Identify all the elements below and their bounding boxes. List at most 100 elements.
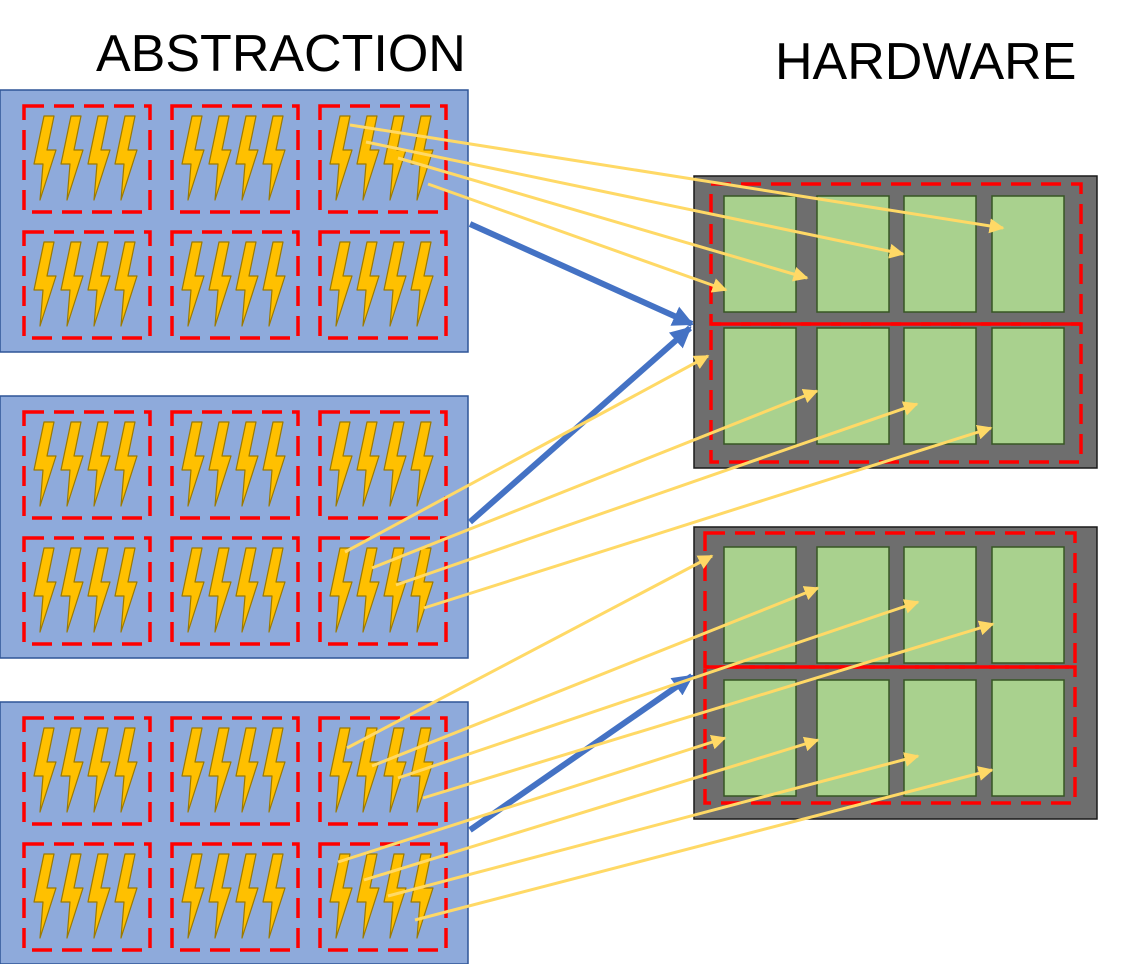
thread-mapping-arrows <box>337 123 1005 922</box>
lightning-bolt-icon <box>87 421 111 507</box>
lightning-bolt-icon <box>235 115 259 201</box>
thread-group <box>318 410 448 520</box>
lightning-bolt-icon <box>356 115 380 201</box>
lightning-bolt-icon <box>262 547 286 633</box>
thread-mapping-arrow <box>422 620 995 800</box>
lightning-bolt-icon <box>114 241 138 327</box>
lightning-bolt-icon <box>33 241 57 327</box>
thread-mapping-arrow <box>395 401 919 587</box>
lightning-bolt-icon <box>87 547 111 633</box>
thread-group-border <box>22 716 152 826</box>
lightning-bolt-icon <box>114 727 138 813</box>
thread-group <box>22 842 152 952</box>
thread-group <box>22 410 152 520</box>
block-mapping-arrow <box>468 221 694 327</box>
lightning-bolt-icon <box>262 727 286 813</box>
lightning-bolt-icon <box>235 421 259 507</box>
lightning-bolt-icon <box>329 547 353 633</box>
core-group-border <box>709 322 1083 464</box>
thread-group <box>318 104 448 214</box>
thread-group-border <box>22 536 152 646</box>
lightning-bolt-icon <box>181 241 205 327</box>
processing-core <box>723 546 797 664</box>
thread-mapping-arrow <box>414 766 994 922</box>
lightning-bolt-icon <box>356 241 380 327</box>
thread-group <box>22 536 152 646</box>
thread-mapping-arrow <box>397 156 809 282</box>
lightning-bolt-icon <box>208 853 232 939</box>
thread-group-border <box>318 410 448 520</box>
lightning-bolt-icon <box>181 853 205 939</box>
thread-group <box>22 104 152 214</box>
lightning-bolt-icon <box>181 547 205 633</box>
thread-group-border <box>170 104 300 214</box>
processing-core <box>723 679 797 797</box>
thread-mapping-arrow <box>397 599 920 780</box>
hardware-unit <box>693 175 1098 469</box>
thread-group <box>22 230 152 340</box>
thread-group-border <box>170 842 300 952</box>
lightning-bolt-icon <box>208 241 232 327</box>
abstraction-blocks <box>0 89 469 964</box>
processing-core <box>903 327 977 445</box>
processing-core <box>903 546 977 664</box>
lightning-bolt-icon <box>33 853 57 939</box>
thread-group-border <box>318 104 448 214</box>
thread-group-border <box>318 716 448 826</box>
lightning-bolt-icon <box>87 727 111 813</box>
lightning-bolt-icon <box>87 241 111 327</box>
lightning-bolt-icon <box>60 241 84 327</box>
lightning-bolt-icon <box>383 241 407 327</box>
lightning-bolt-icon <box>181 115 205 201</box>
thread-block <box>0 89 469 353</box>
thread-mapping-arrow <box>427 182 728 293</box>
lightning-bolt-icon <box>60 421 84 507</box>
thread-group <box>22 716 152 826</box>
abstraction-heading: ABSTRACTION <box>96 25 466 83</box>
lightning-bolt-icon <box>329 421 353 507</box>
lightning-bolt-icon <box>410 241 434 327</box>
thread-group-border <box>22 104 152 214</box>
thread-group-border <box>22 230 152 340</box>
thread-group-border <box>318 842 448 952</box>
thread-mapping-arrow <box>363 736 820 882</box>
block-mapping-arrow <box>468 673 694 833</box>
lightning-bolt-icon <box>356 853 380 939</box>
lightning-bolt-icon <box>208 421 232 507</box>
lightning-bolt-icon <box>60 547 84 633</box>
lightning-bolt-icon <box>208 727 232 813</box>
lightning-bolt-icon <box>33 115 57 201</box>
thread-group <box>170 230 300 340</box>
thread-mapping-arrow <box>365 140 905 259</box>
lightning-bolt-icon <box>356 421 380 507</box>
lightning-bolt-icon <box>410 115 434 201</box>
thread-group <box>170 716 300 826</box>
lightning-bolt-icon <box>235 727 259 813</box>
lightning-bolt-icon <box>60 115 84 201</box>
thread-group-border <box>22 842 152 952</box>
thread-group <box>170 842 300 952</box>
lightning-bolt-icon <box>410 421 434 507</box>
processing-core <box>816 546 890 664</box>
lightning-bolt-icon <box>114 421 138 507</box>
thread-group <box>318 230 448 340</box>
thread-mapping-arrow <box>371 586 820 768</box>
lightning-bolt-icon <box>87 853 111 939</box>
lightning-bolt-icon <box>383 547 407 633</box>
lightning-bolt-icon <box>235 853 259 939</box>
thread-mapping-arrow <box>346 554 714 750</box>
thread-block <box>0 701 469 964</box>
lightning-bolt-icon <box>60 727 84 813</box>
processing-core <box>723 195 797 313</box>
block-mapping-arrows <box>468 221 694 833</box>
lightning-bolt-icon <box>114 853 138 939</box>
core-group-border <box>703 531 1077 669</box>
lightning-bolt-icon <box>383 727 407 813</box>
lightning-bolt-icon <box>262 421 286 507</box>
lightning-bolt-icon <box>329 115 353 201</box>
lightning-bolt-icon <box>356 547 380 633</box>
lightning-bolt-icon <box>33 421 57 507</box>
lightning-bolt-icon <box>262 241 286 327</box>
hardware-heading: HARDWARE <box>775 33 1077 91</box>
lightning-bolt-icon <box>208 115 232 201</box>
